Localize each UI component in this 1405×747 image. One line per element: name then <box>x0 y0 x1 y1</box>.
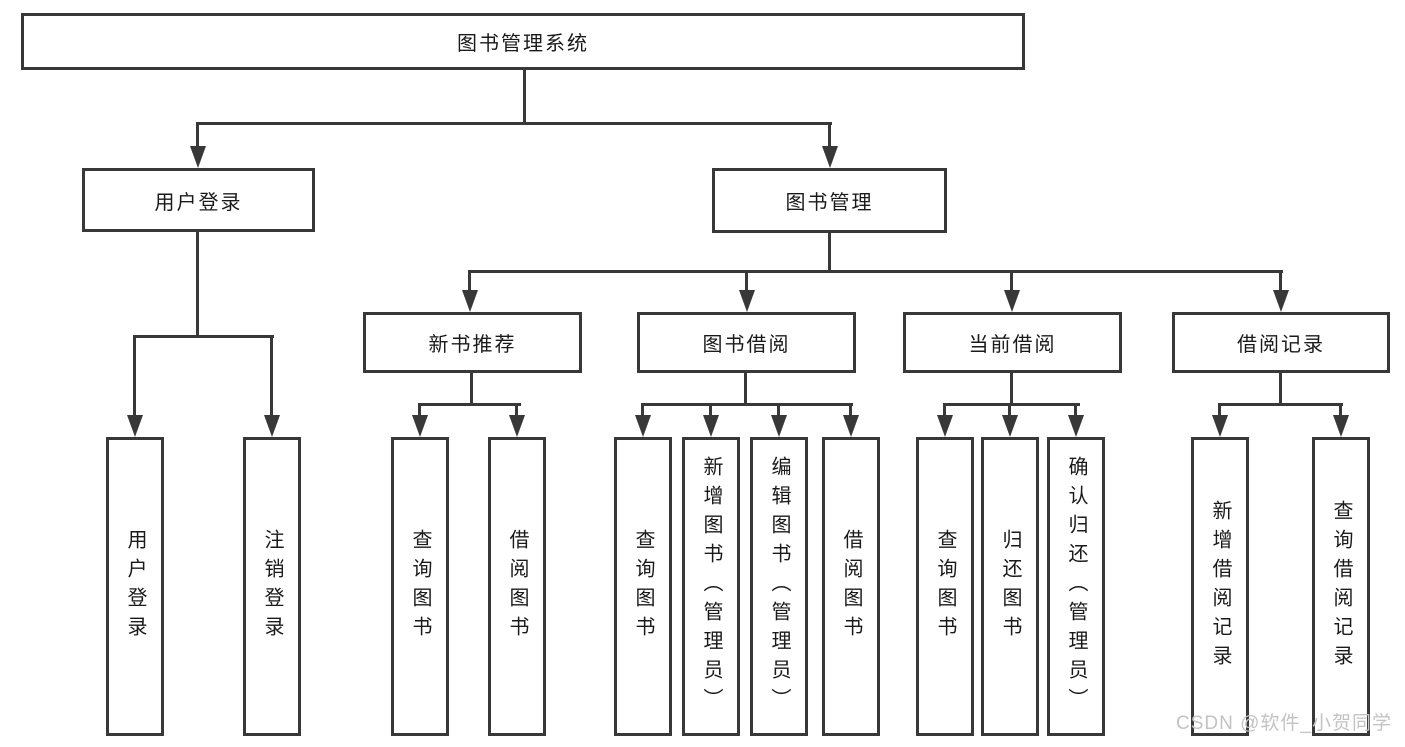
arrow-down-icon <box>1333 415 1349 437</box>
connector-newbook-hline <box>418 403 521 406</box>
leaf-borrow-search: 查询图书 <box>614 437 672 736</box>
connector-login-left <box>133 335 136 417</box>
connector-mgmt-a2 <box>745 270 748 292</box>
connector-current-a3 <box>1074 403 1077 417</box>
arrow-down-icon <box>937 415 953 437</box>
connector-login-hline <box>133 335 274 338</box>
leaf-current-confirm-admin: 确认归还（管理员） <box>1047 437 1105 736</box>
arrow-down-icon <box>1068 415 1084 437</box>
connector-login-right <box>270 335 273 417</box>
arrow-down-icon <box>412 415 428 437</box>
connector-records-a2 <box>1339 403 1342 417</box>
connector-records-stem <box>1279 373 1282 405</box>
arrow-down-icon <box>190 146 206 168</box>
node-current-borrow: 当前借阅 <box>903 312 1122 373</box>
connector-records-hline <box>1218 403 1343 406</box>
connector-current-stem <box>1010 373 1013 405</box>
csdn-watermark: CSDN @软件_小贺同学 <box>1176 713 1392 734</box>
leaf-current-search: 查询图书 <box>916 437 974 736</box>
connector-mgmt-a4 <box>1279 270 1282 292</box>
arrow-down-icon <box>843 415 859 437</box>
connector-root-left <box>196 122 199 148</box>
leaf-user-login: 用户登录 <box>106 437 164 736</box>
leaf-logout: 注销登录 <box>243 437 301 736</box>
arrow-down-icon <box>822 146 838 168</box>
arrow-down-icon <box>264 415 280 437</box>
connector-mgmt-a3 <box>1010 270 1013 292</box>
connector-mgmt-stem <box>828 233 831 272</box>
connector-mgmt-hline <box>468 270 1283 273</box>
arrow-down-icon <box>509 415 525 437</box>
connector-borrow-a1 <box>641 403 644 417</box>
arrow-down-icon <box>462 290 478 312</box>
connector-newbook-stem <box>470 373 473 405</box>
arrow-down-icon <box>127 415 143 437</box>
connector-borrow-a4 <box>849 403 852 417</box>
arrow-down-icon <box>1004 290 1020 312</box>
connector-borrow-a2 <box>709 403 712 417</box>
leaf-records-search: 查询借阅记录 <box>1312 437 1370 736</box>
connector-mgmt-a1 <box>468 270 471 292</box>
connector-records-a1 <box>1218 403 1221 417</box>
leaf-borrow-edit-admin: 编辑图书（管理员） <box>750 437 808 736</box>
connector-newbook-a2 <box>515 403 518 417</box>
leaf-borrow-add-admin: 新增图书（管理员） <box>682 437 740 736</box>
arrow-down-icon <box>1212 415 1228 437</box>
leaf-newbook-search: 查询图书 <box>391 437 449 736</box>
arrow-down-icon <box>771 415 787 437</box>
connector-root-right <box>828 122 831 148</box>
leaf-current-return: 归还图书 <box>981 437 1039 736</box>
leaf-records-add: 新增借阅记录 <box>1191 437 1249 736</box>
arrow-down-icon <box>635 415 651 437</box>
node-root: 图书管理系统 <box>21 13 1025 70</box>
arrow-down-icon <box>1273 290 1289 312</box>
connector-login-stem <box>196 232 199 337</box>
connector-newbook-a1 <box>418 403 421 417</box>
arrow-down-icon <box>1002 415 1018 437</box>
connector-current-hline <box>943 403 1080 406</box>
node-book-management: 图书管理 <box>712 168 947 233</box>
arrow-down-icon <box>703 415 719 437</box>
node-borrow-records: 借阅记录 <box>1172 312 1390 373</box>
connector-root-hline <box>197 122 832 125</box>
connector-current-a2 <box>1008 403 1011 417</box>
connector-borrow-stem <box>744 373 747 405</box>
connector-root-stem <box>523 70 526 122</box>
arrow-down-icon <box>739 290 755 312</box>
leaf-newbook-borrow: 借阅图书 <box>488 437 546 736</box>
connector-borrow-hline <box>641 403 853 406</box>
connector-borrow-a3 <box>777 403 780 417</box>
node-new-book-recommend: 新书推荐 <box>363 312 582 373</box>
node-user-login: 用户登录 <box>82 168 315 232</box>
node-book-borrow: 图书借阅 <box>637 312 856 373</box>
leaf-borrow-borrow: 借阅图书 <box>822 437 880 736</box>
connector-current-a1 <box>943 403 946 417</box>
